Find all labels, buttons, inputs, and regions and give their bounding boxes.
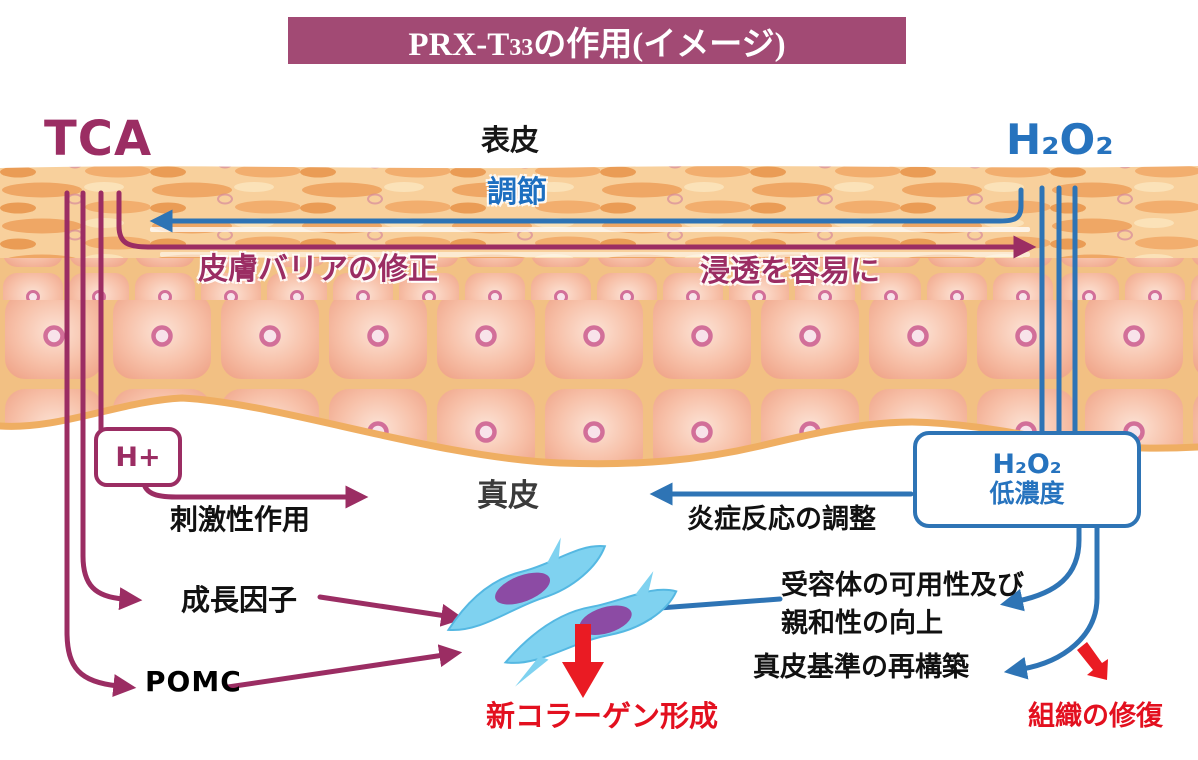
arrow-to-receptor — [999, 515, 1082, 612]
growth-factor-label: 成長因子 — [181, 583, 298, 617]
skin-illustration — [0, 166, 1198, 468]
receptor-line1: 受容体の可用性及び — [781, 570, 1024, 601]
arrow-highlight-band-1 — [150, 227, 1030, 232]
receptor-line2: 親和性の向上 — [781, 608, 943, 639]
cell-nucleus — [495, 572, 551, 605]
penetration-label: 浸透を容易に — [700, 254, 880, 289]
new-collagen-label: 新コラーゲン形成 — [486, 699, 719, 733]
tissue-repair-label: 組織の修復 — [1028, 701, 1163, 732]
arrow-growth-to-cells — [317, 594, 465, 627]
tca-label: TCA — [44, 111, 153, 167]
arrow-regulation — [149, 187, 1024, 233]
irritant-label: 刺激性作用 — [170, 503, 311, 536]
h2o2-label: H₂O₂ — [1006, 115, 1114, 164]
h2o2-low-line1: H₂O₂ — [992, 448, 1062, 480]
epidermis-label: 表皮 — [481, 123, 540, 157]
arrow-pomc-to-cells — [225, 644, 463, 690]
receptor-label: 受容体の可用性及び 親和性の向上 — [781, 567, 1024, 643]
dermal-rebuild-label: 真皮基準の再構築 — [753, 652, 969, 683]
title-banner: PRX-T33の作用(イメージ) — [288, 17, 906, 64]
h2o2-low-concentration-box: H₂O₂ 低濃度 — [913, 431, 1141, 528]
arrow-tissue-repair — [1077, 642, 1108, 680]
h2o2-pathways — [149, 185, 1100, 680]
arrow-receptor-to-cells — [627, 596, 783, 621]
fibroblast-cell-1 — [446, 537, 607, 631]
result-arrows — [562, 624, 1108, 698]
arrow-new-collagen — [562, 624, 604, 698]
title-text: PRX-T33の作用(イメージ) — [408, 26, 786, 63]
tca-line-to-pomc-arrow — [64, 190, 137, 697]
tca-line-to-growth-arrow — [80, 190, 143, 611]
cell-nucleus — [579, 605, 632, 636]
fibroblast-cells — [446, 537, 678, 687]
h-plus-box: H+ — [94, 427, 182, 487]
tca-pathways — [64, 190, 1037, 697]
epidermis-big-cell-band — [0, 300, 1198, 464]
arrow-to-dermal-rebuild — [1003, 515, 1100, 680]
arrow-highlight-band-2 — [160, 252, 1030, 257]
h-plus-label: H+ — [115, 441, 161, 473]
dermis-label: 真皮 — [477, 478, 539, 514]
regulation-label: 調節 — [487, 175, 547, 210]
inflammation-label: 炎症反応の調整 — [687, 504, 876, 535]
pomc-label: POMC — [145, 665, 242, 698]
barrier-fix-label: 皮膚バリアの修正 — [198, 252, 438, 287]
epidermis-striated-band — [0, 166, 1198, 262]
arrow-penetration — [116, 190, 1037, 259]
h2o2-low-line2: 低濃度 — [989, 479, 1065, 509]
